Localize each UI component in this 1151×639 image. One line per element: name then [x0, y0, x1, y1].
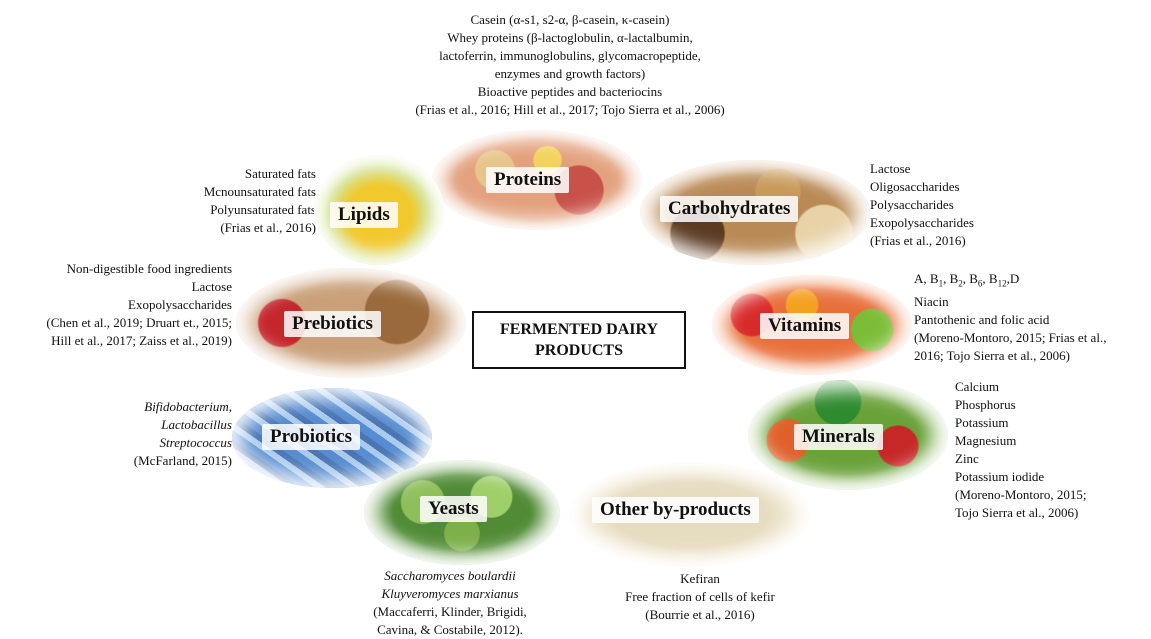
other-byproducts-label: Other by-products	[592, 497, 759, 523]
lipids-note-line: Polyunsaturated fats	[120, 201, 316, 219]
lipids-note-line: (Frias et al., 2016)	[120, 219, 316, 237]
minerals-note-line: (Moreno-Montoro, 2015;	[955, 486, 1086, 504]
vitamins-note-line: 2016; Tojo Sierra et al., 2006)	[914, 347, 1106, 365]
probiotics-notes: Bifidobacterium, Lactobacillus Streptoco…	[60, 398, 232, 470]
prebiotics-note-line: Non-digestible food ingredients	[0, 260, 232, 278]
proteins-note-line: (Frias et al., 2016; Hill et al., 2017; …	[330, 101, 810, 119]
proteins-note-line: Casein (α-s1, s2-α, β-casein, κ-casein)	[330, 11, 810, 29]
yeasts-note-line: Saccharomyces boulardii	[340, 567, 560, 585]
proteins-note-line: lactoferrin, immunoglobulins, glycomacro…	[330, 47, 810, 65]
proteins-notes: Casein (α-s1, s2-α, β-casein, κ-casein) …	[330, 11, 810, 119]
minerals-notes: Calcium Phosphorus Potassium Magnesium Z…	[955, 378, 1086, 522]
vitamins-note-line: (Moreno-Montoro, 2015; Frias et al.,	[914, 329, 1106, 347]
carbohydrates-note-line: (Frias et al., 2016)	[870, 232, 974, 250]
carbohydrates-note-line: Polysaccharides	[870, 196, 974, 214]
prebiotics-note-line: Lactose	[0, 278, 232, 296]
lipids-notes: Saturated fats Mcnounsaturated fats Poly…	[120, 165, 316, 237]
yeasts-note-line: Kluyveromyces marxianus	[340, 585, 560, 603]
carbohydrates-notes: Lactose Oligosaccharides Polysaccharides…	[870, 160, 974, 250]
center-title-line: PRODUCTS	[500, 340, 658, 361]
minerals-note-line: Phosphorus	[955, 396, 1086, 414]
yeasts-notes: Saccharomyces boulardii Kluyveromyces ma…	[340, 567, 560, 639]
prebiotics-note-line: Hill et al., 2017; Zaiss et al., 2019)	[0, 332, 232, 350]
minerals-note-line: Tojo Sierra et al., 2006)	[955, 504, 1086, 522]
minerals-note-line: Magnesium	[955, 432, 1086, 450]
prebiotics-notes: Non-digestible food ingredients Lactose …	[0, 260, 232, 350]
other-byproducts-note-line: Kefiran	[600, 570, 800, 588]
prebiotics-label: Prebiotics	[284, 311, 381, 337]
carbohydrates-note-line: Lactose	[870, 160, 974, 178]
proteins-note-line: Bioactive peptides and bacteriocins	[330, 83, 810, 101]
minerals-note-line: Potassium	[955, 414, 1086, 432]
probiotics-note-line: (McFarland, 2015)	[60, 452, 232, 470]
lipids-label: Lipids	[330, 202, 398, 228]
other-byproducts-note-line: Free fraction of cells of kefir	[600, 588, 800, 606]
other-byproducts-note-line: (Bourrie et al., 2016)	[600, 606, 800, 624]
minerals-note-line: Calcium	[955, 378, 1086, 396]
yeasts-note-line: Cavina, & Costabile, 2012).	[340, 621, 560, 639]
lipids-note-line: Saturated fats	[120, 165, 316, 183]
vitamins-note-line: Niacin	[914, 293, 1106, 311]
proteins-note-line: Whey proteins (β-lactoglobulin, α-lactal…	[330, 29, 810, 47]
probiotics-note-line: Lactobacillus	[60, 416, 232, 434]
proteins-note-line: enzymes and growth factors)	[330, 65, 810, 83]
prebiotics-note-line: (Chen et al., 2019; Druart et., 2015;	[0, 314, 232, 332]
carbohydrates-note-line: Oligosaccharides	[870, 178, 974, 196]
center-title-line: FERMENTED DAIRY	[500, 319, 658, 340]
carbohydrates-note-line: Exopolysaccharides	[870, 214, 974, 232]
vitamins-notes: A, B1, B2, B6, B12,D Niacin Pantothenic …	[914, 270, 1106, 365]
prebiotics-note-line: Exopolysaccharides	[0, 296, 232, 314]
minerals-note-line: Potassium iodide	[955, 468, 1086, 486]
vitamins-note-line: A, B1, B2, B6, B12,D	[914, 270, 1106, 293]
yeasts-label: Yeasts	[420, 496, 487, 522]
vitamins-note-line: Pantothenic and folic acid	[914, 311, 1106, 329]
minerals-label: Minerals	[794, 424, 883, 450]
probiotics-label: Probiotics	[262, 424, 360, 450]
yeasts-note-line: (Maccaferri, Klinder, Brigidi,	[340, 603, 560, 621]
vitamins-label: Vitamins	[760, 313, 849, 339]
minerals-note-line: Zinc	[955, 450, 1086, 468]
probiotics-note-line: Streptococcus	[60, 434, 232, 452]
center-title-box: FERMENTED DAIRY PRODUCTS	[472, 311, 686, 369]
other-byproducts-notes: Kefiran Free fraction of cells of kefir …	[600, 570, 800, 624]
proteins-label: Proteins	[486, 167, 569, 193]
carbohydrates-label: Carbohydrates	[660, 196, 798, 222]
probiotics-note-line: Bifidobacterium,	[60, 398, 232, 416]
lipids-note-line: Mcnounsaturated fats	[120, 183, 316, 201]
